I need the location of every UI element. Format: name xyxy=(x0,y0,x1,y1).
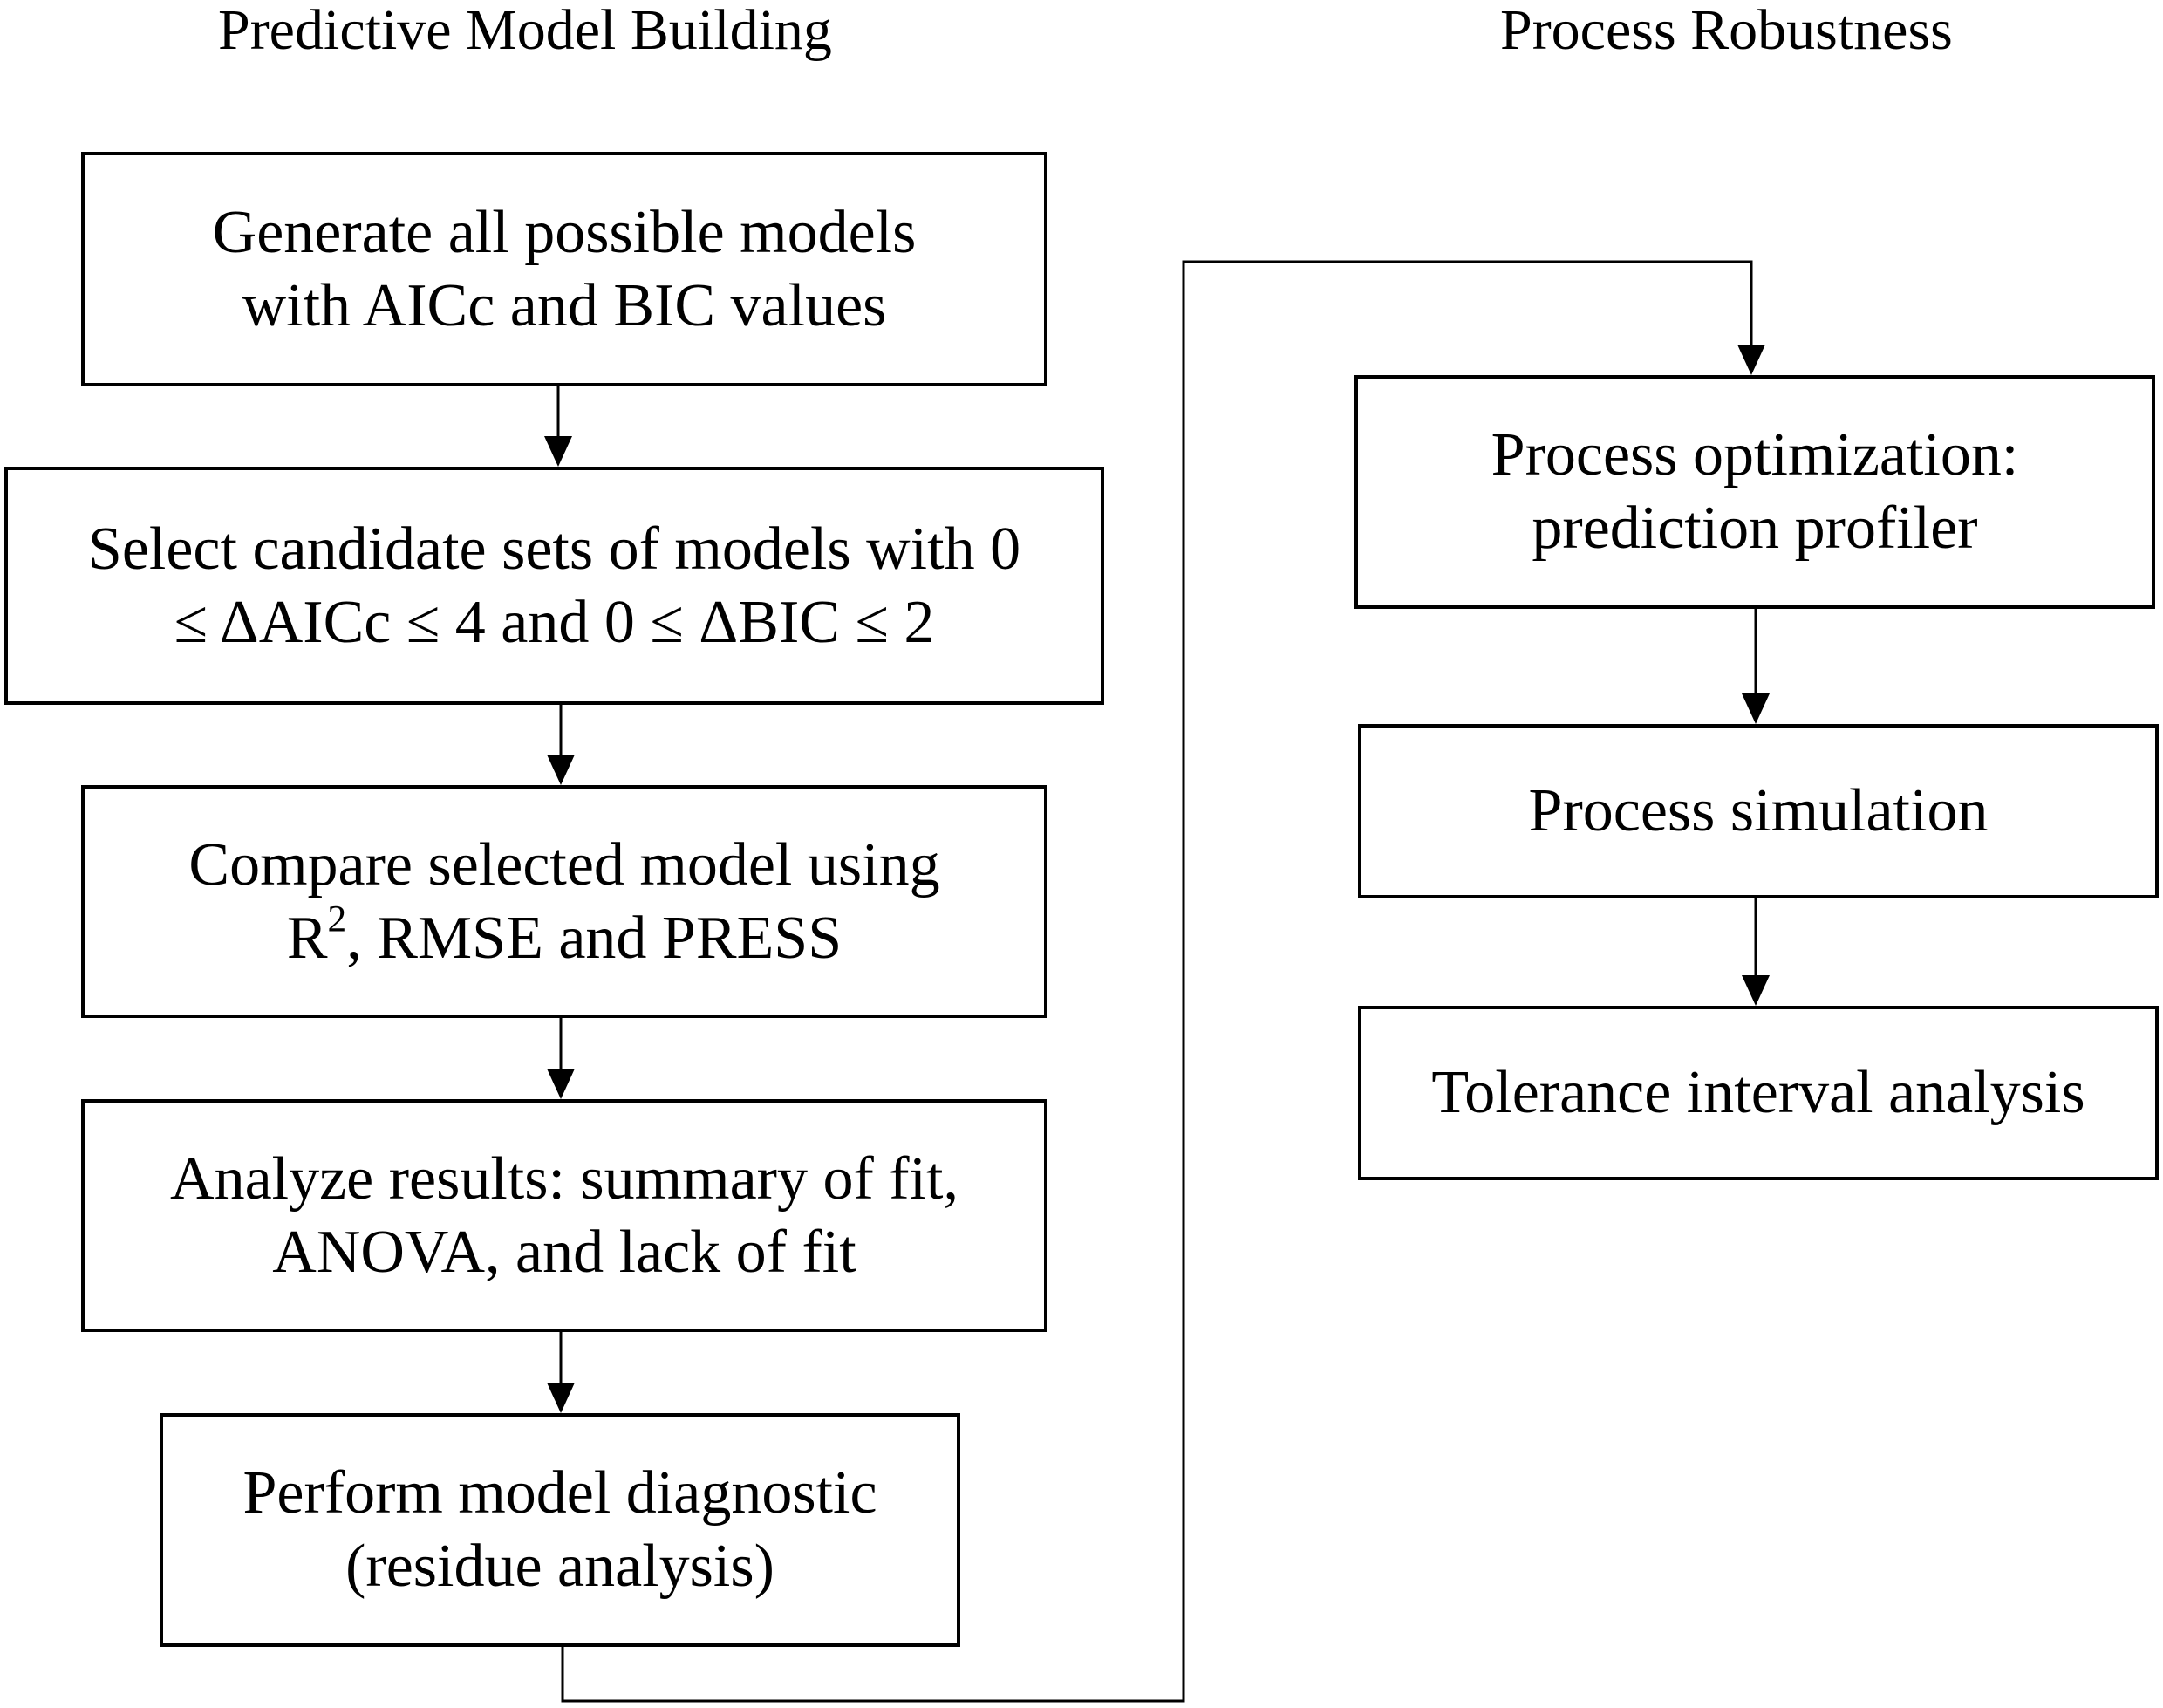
step-model-diagnostic-line1: Perform model diagnostic xyxy=(242,1459,877,1527)
step-compare-models-line2: R2, RMSE and PRESS xyxy=(286,898,843,972)
arrowhead-icon xyxy=(544,436,572,467)
step-process-optimization-line1: Process optimization: xyxy=(1491,421,2019,488)
heading-predictive-model-building: Predictive Model Building xyxy=(218,0,832,62)
step-model-diagnostic: Perform model diagnostic (residue analys… xyxy=(160,1413,960,1647)
step-compare-models: Compare selected model using R2, RMSE an… xyxy=(81,785,1047,1018)
step-compare-models-line1: Compare selected model using xyxy=(188,830,940,898)
step-generate-models-line1: Generate all possible models xyxy=(212,198,917,266)
arrowhead-icon xyxy=(1737,345,1765,375)
step-select-candidates-line1: Select candidate sets of models with 0 xyxy=(87,515,1021,583)
flow-lines xyxy=(556,260,1757,1703)
arrowheads xyxy=(544,345,1770,1413)
arrow-left-to-right-column xyxy=(561,260,1753,1703)
step-select-candidates-line2: ≤ ΔAICc ≤ 4 and 0 ≤ ΔBIC ≤ 2 xyxy=(174,588,935,656)
heading-process-robustness: Process Robustness xyxy=(1500,0,1953,62)
arrowhead-icon xyxy=(547,1383,575,1413)
step-tolerance-interval-line1: Tolerance interval analysis xyxy=(1431,1059,2085,1126)
step-select-candidates: Select candidate sets of models with 0 ≤… xyxy=(4,467,1104,705)
step-analyze-results-line2: ANOVA, and lack of fit xyxy=(272,1218,856,1286)
step-analyze-results: Analyze results: summary of fit, ANOVA, … xyxy=(81,1099,1047,1332)
step-tolerance-interval: Tolerance interval analysis xyxy=(1358,1006,2159,1180)
arrowhead-icon xyxy=(1742,975,1770,1006)
step-process-optimization: Process optimization: prediction profile… xyxy=(1354,375,2155,609)
step-generate-models-line2: with AICc and BIC values xyxy=(242,271,887,339)
step-model-diagnostic-line2: (residue analysis) xyxy=(345,1533,774,1600)
step-generate-models: Generate all possible models with AICc a… xyxy=(81,152,1047,386)
arrowhead-icon xyxy=(547,755,575,785)
step-analyze-results-line1: Analyze results: summary of fit, xyxy=(170,1144,959,1213)
arrowhead-icon xyxy=(1742,693,1770,724)
superscript-2: 2 xyxy=(327,898,347,940)
step-process-simulation: Process simulation xyxy=(1358,724,2159,898)
step-process-simulation-line1: Process simulation xyxy=(1528,777,1989,844)
arrowhead-icon xyxy=(547,1069,575,1099)
step-process-optimization-line2: prediction profiler xyxy=(1532,495,1978,562)
